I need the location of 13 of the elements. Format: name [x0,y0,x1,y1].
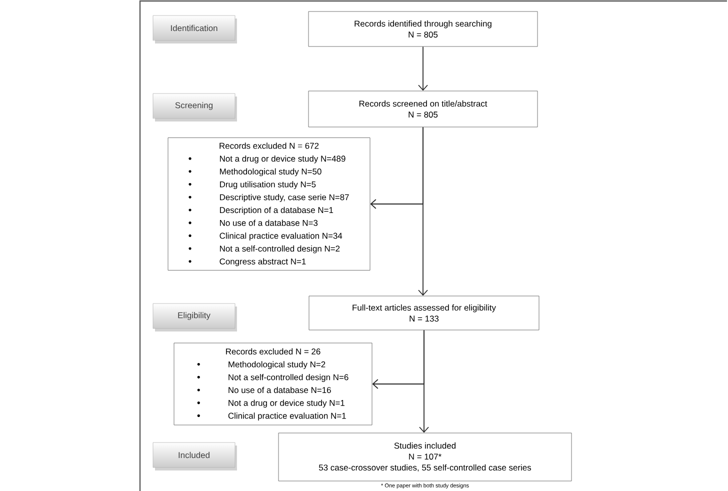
process-box: Records identified through searching N = 805 [308,11,538,47]
exclusion-box: Records excluded N = 672 Not a drug or device study N=489 Methodological study N=50 Drug utilisation study N=5 Descriptive study, case serie N=87 Description of a database N=1 No use of a database N=3 Clinical practice evaluation N=34 Not a self-controlled design N=2 Congress abstract N=1 [168,138,370,270]
stage-box: Included [152,442,237,470]
stage-box: Identification [152,15,237,44]
arrow [372,330,424,389]
process-box: Studies included N = 107* 53 case-crossover studies, 55 self-controlled case series [278,432,572,482]
process-box: Full-text articles assessed for eligibility N = 133 [308,296,540,330]
exclusion-box: Records excluded N = 26 Methodological study N=2 Not a self-controlled design N=6 No use of a database N=16 Not a drug or device study N=1 Clinical practice evaluation N=1 [174,342,372,426]
stage-box: Eligibility [152,303,237,332]
process-box: Records screened on title/abstract N = 805 [308,90,538,128]
arrow [418,46,428,91]
stage-box: Screening [152,93,237,122]
arrow [370,126,424,209]
